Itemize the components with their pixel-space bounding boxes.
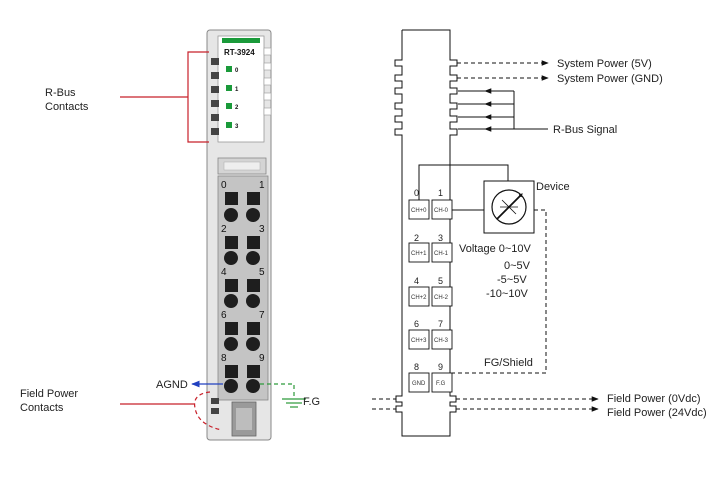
schem-terminal-label-8: GND — [412, 381, 426, 387]
system-power-gnd-label: System Power (GND) — [557, 73, 663, 85]
photo-terminal-3: 3 — [259, 224, 265, 235]
bottom-latch-inner — [236, 408, 252, 430]
led-2 — [226, 103, 232, 109]
voltage-range-line-3: -5~5V — [497, 274, 527, 286]
schem-terminal-num-7: 7 — [438, 319, 443, 329]
rbus-contacts-label-line1: R-Bus — [45, 87, 76, 99]
fg-shield-label: FG/Shield — [484, 357, 533, 369]
field-power-pin-lower — [211, 408, 219, 414]
photo-terminal-2: 2 — [221, 224, 227, 235]
schem-terminal-num-5: 5 — [438, 276, 443, 286]
schematic-outline — [394, 29, 458, 437]
schem-terminal-num-6: 6 — [414, 319, 419, 329]
fg-shield-line — [452, 209, 547, 374]
led-label-1: 1 — [235, 87, 239, 93]
led-0 — [226, 66, 232, 72]
agnd-label: AGND — [156, 379, 188, 391]
voltage-range-line-1: Voltage 0~10V — [459, 243, 532, 255]
rbus-signal-lines — [458, 88, 548, 132]
photo-terminal-1: 1 — [259, 180, 265, 191]
status-leds: 0 1 2 3 — [226, 66, 239, 130]
schem-terminal-label-2: CH+1 — [411, 251, 427, 257]
schem-terminal-boxes — [408, 199, 453, 393]
module-model-label: RT-3924 — [224, 48, 255, 57]
module-green-stripe — [222, 38, 260, 43]
field-power-label-line1: Field Power — [20, 388, 78, 400]
schem-terminal-num-2: 2 — [414, 233, 419, 243]
fg-ground-symbol — [260, 383, 306, 408]
field-power-24v-label: Field Power (24Vdc) — [607, 407, 707, 419]
schem-terminal-label-4: CH+2 — [411, 295, 427, 301]
field-power-label-line2: Contacts — [20, 402, 64, 414]
photo-terminal-5: 5 — [259, 267, 265, 278]
voltage-range-line-2: 0~5V — [504, 260, 531, 272]
photo-terminal-0: 0 — [221, 180, 227, 191]
schem-terminal-num-8: 8 — [414, 362, 419, 372]
screw-terminals — [224, 192, 260, 393]
housing-notches — [263, 47, 272, 116]
system-power-5v-label: System Power (5V) — [557, 58, 652, 70]
rbus-contacts-label-line2: Contacts — [45, 101, 89, 113]
led-3 — [226, 122, 232, 128]
led-label-2: 2 — [235, 105, 239, 111]
led-1 — [226, 85, 232, 91]
voltage-range-line-4: -10~10V — [486, 288, 529, 300]
led-label-0: 0 — [235, 68, 239, 74]
fg-label: F.G — [303, 396, 320, 408]
schem-terminal-num-4: 4 — [414, 276, 419, 286]
schematic: System Power (5V) System Power (GND) R-B… — [372, 29, 707, 437]
schem-terminal-label-0: CH+0 — [411, 208, 427, 214]
field-power-callout — [120, 391, 223, 431]
rbus-callout — [120, 51, 209, 143]
schem-terminal-num-0: 0 — [414, 188, 419, 198]
rbus-contact-pins — [211, 58, 219, 135]
device-label: Device — [536, 181, 570, 193]
device-wiring — [418, 164, 509, 211]
schem-terminal-num-3: 3 — [438, 233, 443, 243]
device-symbol — [491, 189, 527, 225]
field-power-0v-label: Field Power (0Vdc) — [607, 393, 701, 405]
module-label-panel — [217, 35, 265, 143]
field-power-pin-upper — [211, 398, 219, 404]
led-label-3: 3 — [235, 124, 239, 130]
rbus-signal-label: R-Bus Signal — [553, 124, 617, 136]
schem-terminal-num-9: 9 — [438, 362, 443, 372]
schem-terminal-num-1: 1 — [438, 188, 443, 198]
module-photo: RT-3924 0 1 2 3 — [206, 29, 272, 441]
photo-terminal-8: 8 — [221, 353, 227, 364]
photo-terminal-6: 6 — [221, 310, 227, 321]
photo-terminal-7: 7 — [259, 310, 265, 321]
photo-terminal-4: 4 — [221, 267, 227, 278]
schem-terminal-label-7: CH-3 — [434, 338, 449, 344]
schem-terminal-label-9: F.G — [436, 381, 446, 387]
schem-terminal-label-5: CH-2 — [434, 295, 449, 301]
schem-terminal-label-1: CH-0 — [434, 208, 449, 214]
photo-terminal-9: 9 — [259, 353, 265, 364]
module-separator-insert — [223, 161, 261, 171]
schem-terminal-label-3: CH-1 — [434, 251, 449, 257]
schem-terminal-label-6: CH+3 — [411, 338, 427, 344]
